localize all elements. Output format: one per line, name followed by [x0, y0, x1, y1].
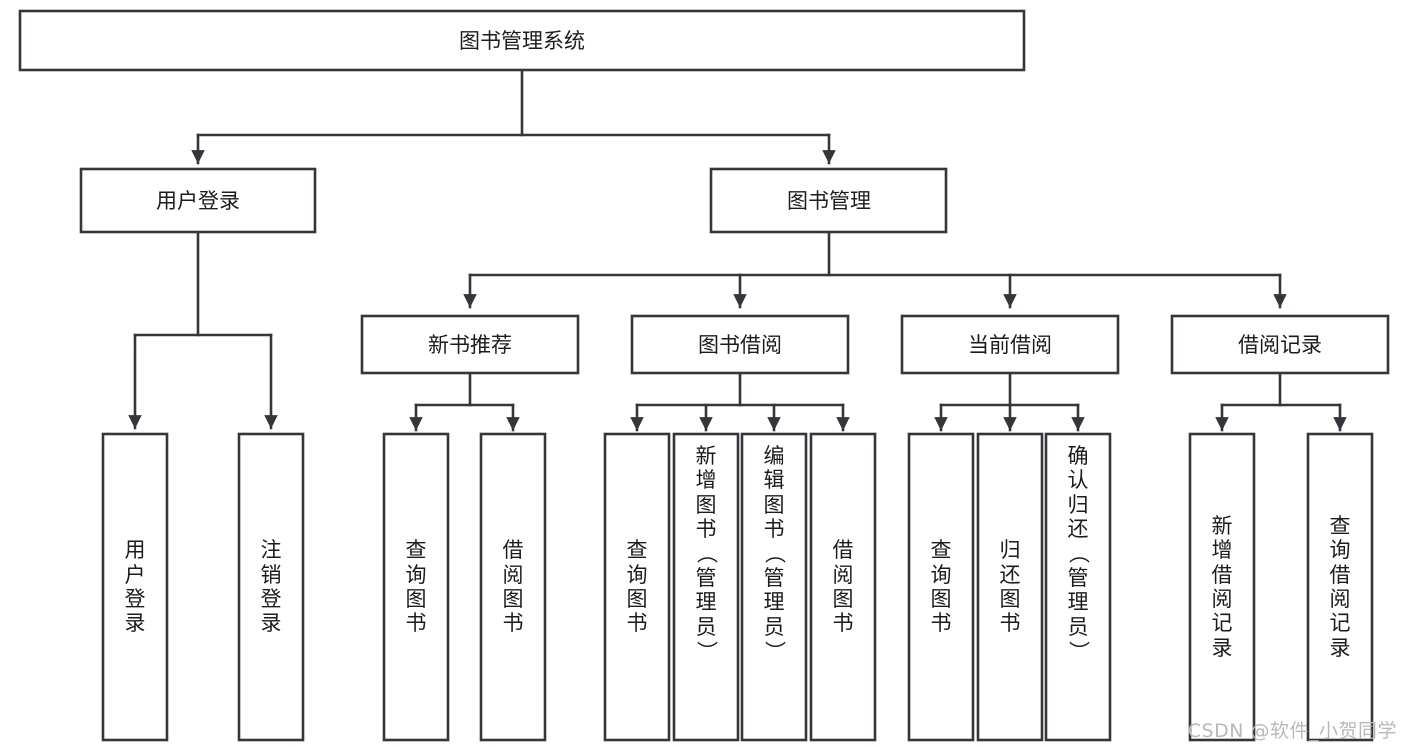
- node-leaf-user-login-box[interactable]: [101, 432, 169, 742]
- node-borrow-record-box[interactable]: [1170, 314, 1390, 375]
- node-leaf-query-record-box[interactable]: [1306, 432, 1374, 742]
- node-book-borrow-label: 图书借阅: [698, 333, 782, 357]
- node-current-borrow-label: 当前借阅: [968, 333, 1052, 357]
- node-borrow-record-label: 借阅记录: [1238, 333, 1322, 357]
- node-new-book-recommend-box[interactable]: [360, 314, 580, 375]
- node-leaf-confirm-return-box[interactable]: [1044, 432, 1112, 742]
- node-user-login-box[interactable]: [79, 167, 317, 234]
- node-new-book-recommend-label: 新书推荐: [428, 333, 512, 357]
- node-book-manage-box[interactable]: [709, 167, 948, 234]
- node-leaf-add-book-box[interactable]: [672, 432, 740, 742]
- node-root-box[interactable]: [18, 9, 1026, 72]
- node-leaf-borrow-book-2-box[interactable]: [809, 432, 877, 742]
- node-leaf-add-record-box[interactable]: [1188, 432, 1256, 742]
- node-book-manage-label: 图书管理: [787, 189, 871, 213]
- node-leaf-query-book-2-box[interactable]: [603, 432, 671, 742]
- node-leaf-query-book-1-box[interactable]: [382, 432, 450, 742]
- node-book-borrow-box[interactable]: [630, 314, 850, 375]
- node-leaf-logout-box[interactable]: [237, 432, 305, 742]
- node-user-login-label: 用户登录: [156, 189, 240, 213]
- node-leaf-return-book-box[interactable]: [976, 432, 1044, 742]
- node-leaf-query-book-3-box[interactable]: [907, 432, 975, 742]
- node-leaf-borrow-book-1-box[interactable]: [479, 432, 547, 742]
- node-root-label: 图书管理系统: [459, 29, 585, 53]
- node-current-borrow-box[interactable]: [900, 314, 1120, 375]
- node-leaf-edit-book-box[interactable]: [740, 432, 808, 742]
